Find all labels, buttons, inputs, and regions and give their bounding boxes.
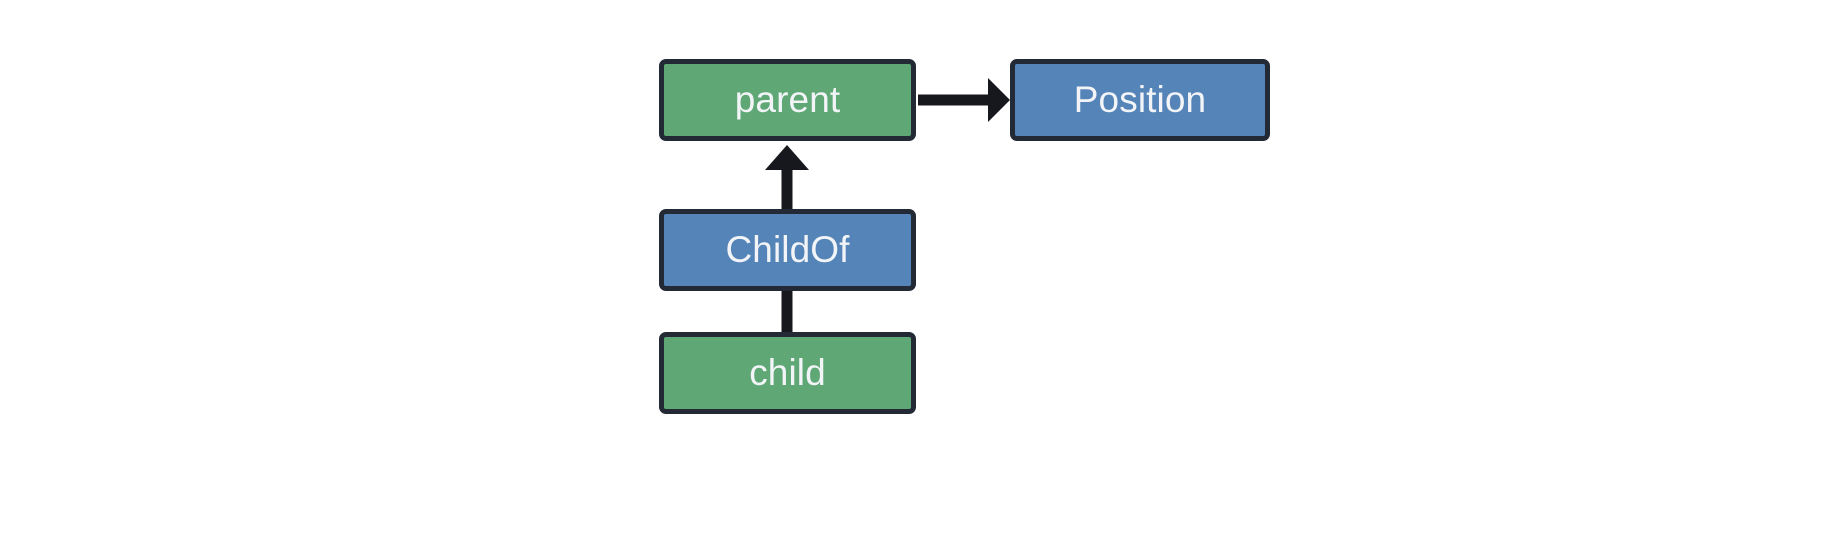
arrowhead-right-icon bbox=[988, 78, 1010, 122]
node-parent-label: parent bbox=[734, 78, 841, 120]
edge-childof-to-parent bbox=[765, 145, 809, 209]
node-childof[interactable]: ChildOf bbox=[659, 209, 916, 291]
node-parent[interactable]: parent bbox=[659, 59, 916, 141]
node-position-label: Position bbox=[1073, 78, 1207, 120]
node-position[interactable]: Position bbox=[1010, 59, 1270, 141]
node-child-label: child bbox=[749, 351, 826, 393]
edge-parent-to-position bbox=[918, 78, 1010, 122]
arrowhead-up-icon bbox=[765, 145, 809, 170]
node-child[interactable]: child bbox=[659, 332, 916, 414]
node-childof-label: ChildOf bbox=[725, 228, 850, 270]
